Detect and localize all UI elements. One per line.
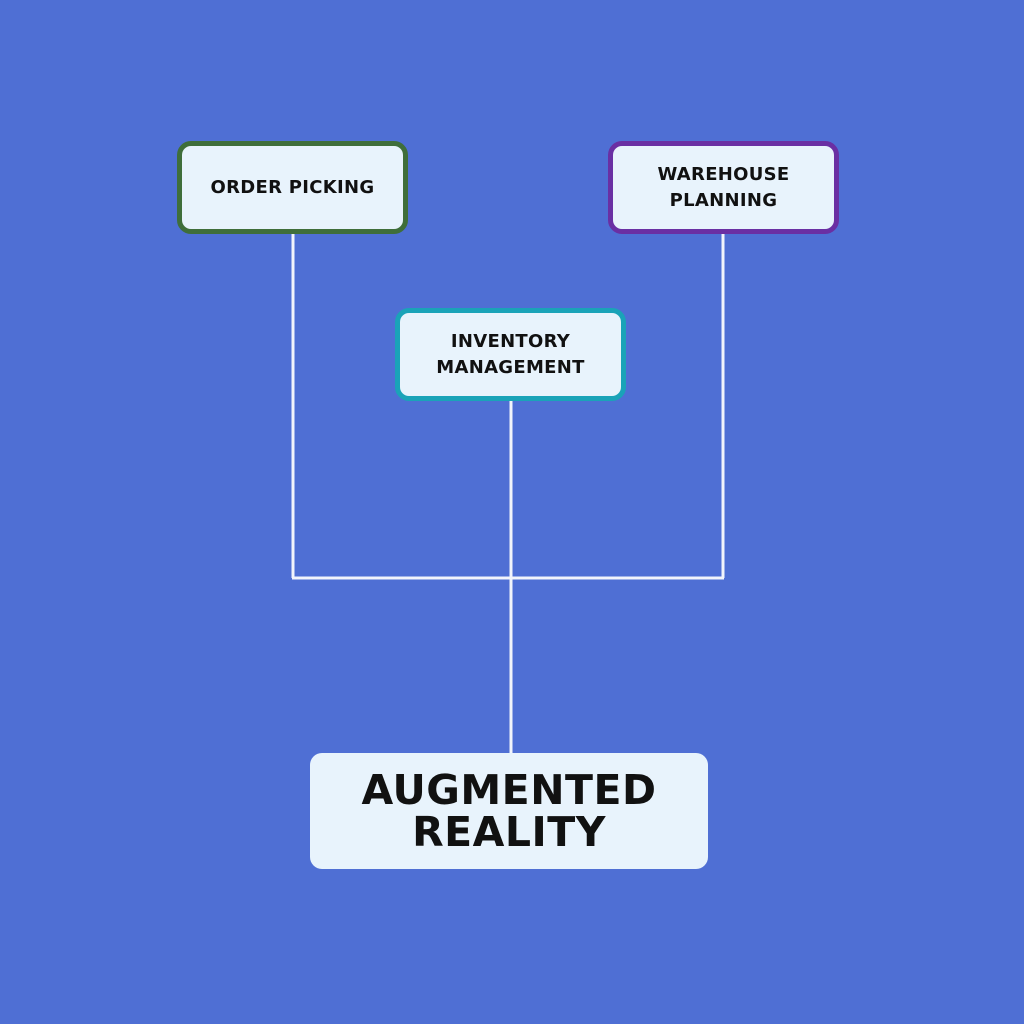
- node-warehouse-planning: WAREHOUSE PLANNING: [608, 141, 839, 234]
- node-augmented-reality: AUGMENTED REALITY: [310, 753, 708, 869]
- node-inventory-management: INVENTORY MANAGEMENT: [395, 308, 626, 401]
- node-augmented-reality-label: AUGMENTED REALITY: [361, 766, 657, 856]
- node-order-picking-label: ORDER PICKING: [210, 176, 375, 198]
- node-inventory-management-label: INVENTORY MANAGEMENT: [436, 330, 585, 378]
- node-order-picking: ORDER PICKING: [177, 141, 408, 234]
- node-warehouse-planning-label: WAREHOUSE PLANNING: [657, 163, 790, 211]
